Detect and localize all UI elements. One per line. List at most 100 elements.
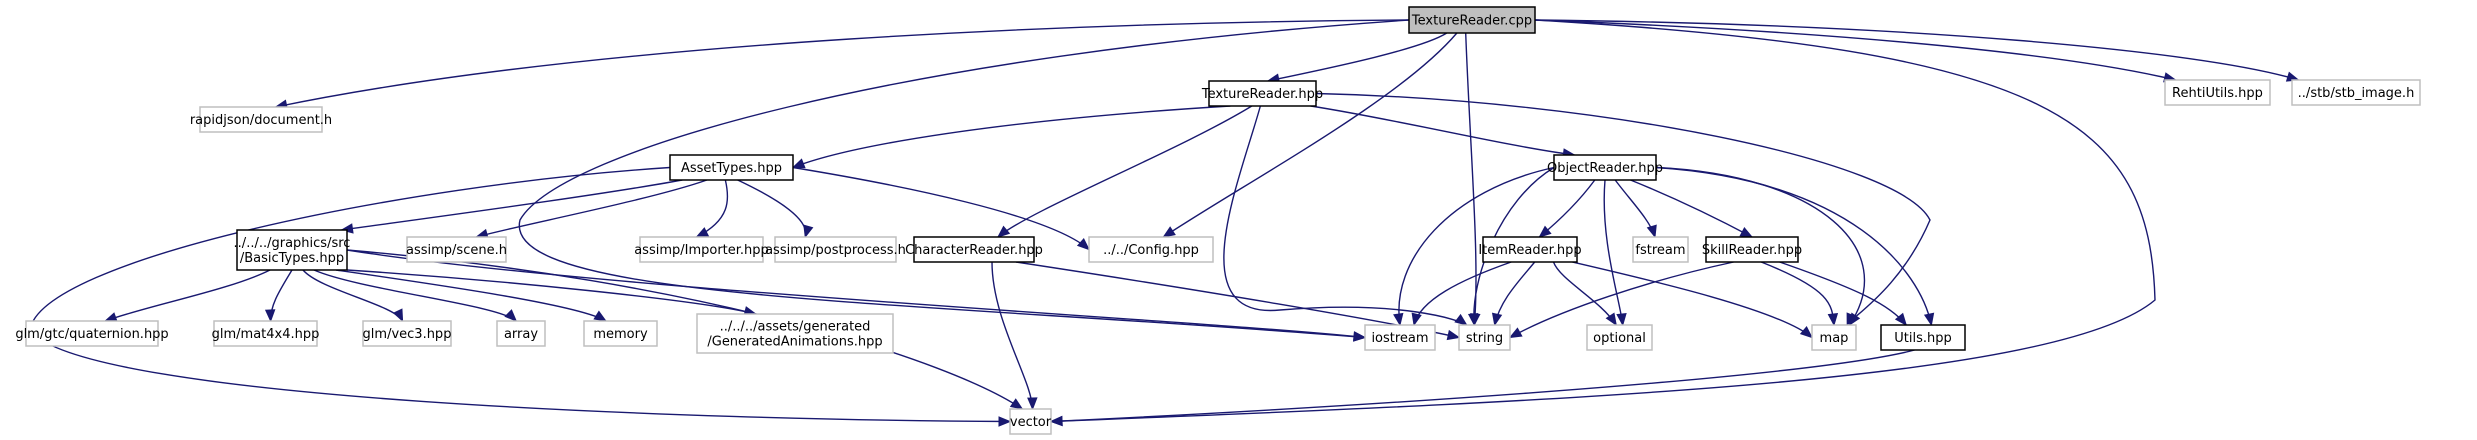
node-box (213, 320, 318, 347)
node-objectreader[interactable]: ObjectReader.hpp (1547, 154, 1663, 181)
node-box (362, 320, 452, 347)
node-label: assimp/scene.h (406, 243, 507, 258)
node-skillreader[interactable]: SkillReader.hpp (1702, 236, 1802, 263)
edge-line (518, 19, 1410, 339)
node-characterreader[interactable]: CharacterReader.hpp (905, 236, 1043, 263)
arrowhead-icon (1848, 312, 1861, 327)
node-generated-animations: ../../../assets/generated/GeneratedAnima… (696, 313, 894, 354)
node-texturereader-hpp[interactable]: TextureReader.hpp (1201, 80, 1323, 107)
edge-texturereader_cpp-to-config (1162, 32, 1458, 238)
node-label: fstream (1635, 243, 1685, 258)
edge-line (1538, 179, 1596, 238)
node-label: ObjectReader.hpp (1547, 161, 1663, 176)
arrowhead-icon (593, 310, 608, 322)
node-config: ../../Config.hpp (1088, 236, 1214, 263)
node-box (1482, 236, 1578, 263)
edge-basictypes-to-iostream (346, 249, 1367, 342)
edge-line (1163, 32, 1458, 238)
node-memory: memory (583, 320, 658, 347)
node-box (583, 320, 658, 347)
edge-line (1779, 261, 1907, 326)
edge-texturereader_hpp-to-objectreader (1310, 105, 1576, 159)
node-iostream: iostream (1364, 324, 1436, 351)
nodes-layer: TextureReader.cpp rapidjson/document.h Tex… (15, 6, 2421, 435)
arrowhead-icon (1076, 237, 1090, 251)
edge-texturereader_cpp-to-string (1465, 32, 1481, 327)
node-label: iostream (1371, 331, 1428, 346)
arrowhead-icon (504, 309, 518, 322)
edge-texturereader_cpp-to-stb_image (1534, 19, 2300, 82)
node-box (696, 313, 894, 354)
node-label: optional (1593, 331, 1646, 346)
node-box (25, 320, 159, 347)
node-texturereader-cpp[interactable]: TextureReader.cpp (1408, 6, 1536, 34)
node-label: ../../../graphics/src (234, 236, 351, 251)
node-label: SkillReader.hpp (1702, 243, 1802, 258)
edge-line (1552, 261, 1617, 326)
edge-line (275, 19, 1410, 108)
edge-basictypes-to-glm_mat4x4 (264, 269, 293, 323)
edge-itemreader-to-iostream (1411, 261, 1512, 327)
arrowhead-icon (998, 416, 1012, 427)
node-fstream: fstream (1632, 236, 1689, 263)
arrowhead-icon (264, 309, 276, 323)
arrowhead-icon (1411, 312, 1422, 327)
edge-line (335, 269, 607, 322)
edge-line (1760, 261, 1835, 326)
edge-objectreader-to-fstream (1614, 179, 1657, 239)
edge-line (1534, 19, 2299, 81)
node-box (1632, 236, 1689, 263)
arrowhead-icon (1894, 312, 1908, 327)
arrowhead-icon (1923, 312, 1935, 327)
node-rapidjson-document: rapidjson/document.h (190, 106, 332, 133)
edge-skillreader-to-utils (1779, 261, 1908, 327)
node-box (1408, 6, 1536, 34)
edge-objectreader-to-utils (1655, 166, 1935, 327)
edge-skillreader-to-map (1760, 261, 1839, 327)
edge-texturereader_cpp-to-texturereader_hpp (1266, 32, 1448, 84)
arrowhead-icon (1467, 313, 1479, 327)
arrowhead-icon (392, 308, 404, 323)
arrowhead-icon (1049, 415, 1063, 427)
node-array: array (496, 320, 546, 347)
node-box (913, 236, 1035, 263)
node-basictypes[interactable]: ../../../graphics/src/BasicTypes.hpp (234, 229, 351, 271)
edge-assettypes-to-assimp_scene (475, 179, 708, 240)
node-label: TextureReader.hpp (1201, 87, 1323, 102)
arrowhead-icon (1739, 226, 1754, 238)
edge-line (1050, 349, 1915, 423)
edge-objectreader-to-iostream (1393, 166, 1555, 327)
edge-basictypes-to-array (313, 269, 518, 322)
edge-characterreader-to-vector (991, 261, 1038, 411)
edge-skillreader-to-string (1508, 261, 1734, 339)
node-box (1811, 324, 1857, 351)
node-map: map (1811, 324, 1857, 351)
edge-line (313, 269, 517, 322)
edge-line (1267, 32, 1448, 82)
node-label: ../../../assets/generated (720, 320, 871, 335)
edge-texturereader_hpp-to-characterreader (996, 105, 1253, 238)
edge-utils-to-vector (1049, 349, 1915, 427)
node-label: ../../Config.hpp (1103, 243, 1199, 258)
node-assettypes[interactable]: AssetTypes.hpp (669, 154, 794, 181)
node-box (1705, 236, 1799, 263)
node-label: string (1466, 331, 1503, 346)
node-label: /BasicTypes.hpp (240, 251, 344, 266)
node-label: /GeneratedAnimations.hpp (707, 335, 882, 350)
node-box (199, 106, 323, 133)
edge-line (1050, 19, 2156, 423)
node-label: CharacterReader.hpp (905, 243, 1043, 258)
node-label: array (504, 327, 538, 342)
arrowhead-icon (1508, 327, 1523, 339)
node-label: ../stb/stb_image.h (2298, 86, 2415, 101)
edge-line (997, 105, 1253, 238)
arrowhead-icon (1446, 329, 1461, 341)
node-box (1586, 324, 1653, 351)
edge-line (1572, 261, 1813, 339)
edge-line (792, 105, 1231, 169)
edge-line (792, 166, 1090, 251)
node-itemreader[interactable]: ItemReader.hpp (1478, 236, 1582, 263)
arrowhead-icon (1027, 397, 1038, 411)
node-label: glm/mat4x4.hpp (212, 327, 320, 342)
node-utils[interactable]: Utils.hpp (1880, 324, 1966, 351)
